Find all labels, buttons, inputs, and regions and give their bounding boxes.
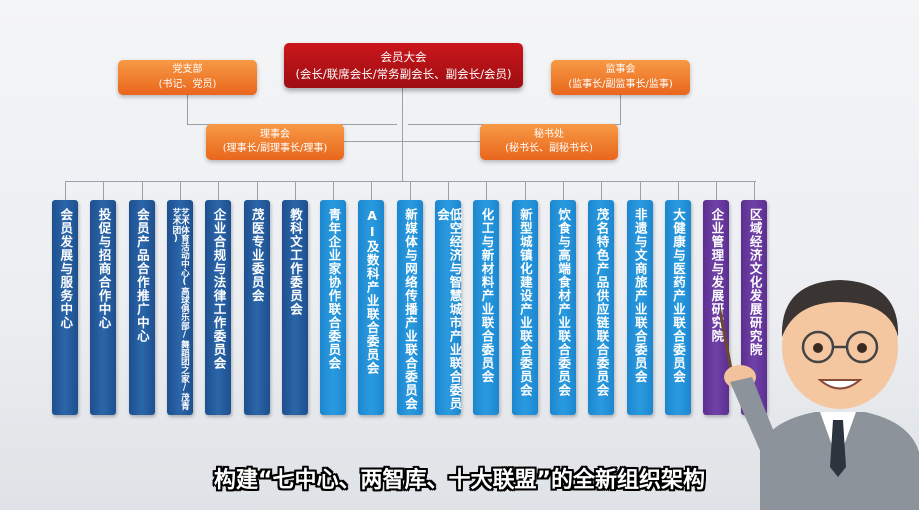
- caption: 构建“七中心、两智库、十大联盟”的全新组织架构: [214, 468, 705, 493]
- unit-label: 投促与招商合作中心: [96, 208, 112, 330]
- supervisory-title: 监事会: [605, 64, 636, 75]
- unit-column: 新型城镇化建设产业联合委员会: [511, 200, 538, 415]
- unit-connector: [294, 181, 296, 200]
- unit-connector: [754, 181, 756, 200]
- unit-connector: [601, 181, 603, 200]
- unit-connector: [256, 181, 258, 200]
- council-connector: [344, 141, 402, 142]
- unit-column: 企业合规与法律工作委员会: [205, 200, 232, 415]
- party-branch-box: 党支部 (书记、党员): [118, 60, 257, 95]
- unit-label: 新媒体与网络传播产业联合委员会: [402, 208, 418, 411]
- unit-column: 会员发展与服务中心: [52, 200, 78, 415]
- unit-label: 企业合规与法律工作委员会: [211, 208, 227, 370]
- unit-connector: [65, 181, 66, 200]
- unit-connector: [179, 181, 181, 200]
- secretariat-connector: [403, 141, 480, 142]
- unit-connector: [716, 181, 718, 200]
- unit-label: 大健康与医药产业联合委员会: [671, 208, 687, 384]
- unit-connector: [562, 181, 564, 200]
- unit-column: AI及数科产业联合委员会: [358, 200, 385, 415]
- supervisory-subtitle: (监事长/副监事长/监事): [568, 78, 673, 90]
- unit-label: 茂名特色产品供应链联合委员会: [594, 208, 610, 397]
- unit-connector: [486, 181, 488, 200]
- unit-column: 茂名特色产品供应链联合委员会: [588, 200, 615, 415]
- supervisory-board-box: 监事会 (监事长/副监事长/监事): [551, 60, 690, 95]
- unit-column: 青年企业家协作联合委员会: [320, 200, 347, 415]
- unit-column: 会员产品合作推广中心: [128, 200, 155, 415]
- unit-column: 新媒体与网络传播产业联合委员会: [396, 200, 423, 415]
- presenter-cartoon: [720, 280, 919, 510]
- unit-column: 低空经济与智慧城市产业联合委员会: [435, 200, 463, 415]
- trunk-line: [402, 88, 403, 181]
- council-box: 理事会 (理事长/副理事长/理事): [206, 124, 344, 160]
- unit-connector: [371, 181, 373, 200]
- unit-label: AI及数科产业联合委员会: [364, 208, 380, 375]
- unit-connector: [409, 181, 411, 200]
- unit-label: 低空经济与智慧城市产业联合委员会: [435, 208, 463, 411]
- unit-label: 非遗与文商旅产业联合委员会: [632, 208, 648, 384]
- unit-connector: [639, 181, 641, 200]
- party-connector: [187, 95, 188, 125]
- unit-connector: [333, 181, 335, 200]
- unit-connector: [141, 181, 143, 200]
- supervisory-connector: [620, 95, 621, 125]
- unit-label: 会员产品合作推广中心: [134, 208, 150, 343]
- unit-connector: [103, 181, 105, 200]
- unit-label: 艺术体育活动中心(高球俱乐部/舞蹈团之家/茂青艺术团): [170, 208, 190, 410]
- unit-column: 大健康与医药产业联合委员会: [664, 200, 691, 415]
- party-branch-title: 党支部: [172, 64, 203, 75]
- unit-column: 茂医专业委员会: [243, 200, 270, 415]
- unit-label: 化工与新材料产业联合委员会: [479, 208, 495, 384]
- unit-column: 教科文工作委员会: [281, 200, 308, 415]
- unit-label: 茂医专业委员会: [249, 208, 265, 303]
- unit-connector: [677, 181, 679, 200]
- council-title: 理事会: [260, 128, 290, 140]
- unit-connector: [218, 181, 220, 200]
- unit-label: 新型城镇化建设产业联合委员会: [517, 208, 533, 397]
- secretariat-subtitle: (秘书长、副秘书长): [505, 143, 593, 154]
- unit-column: 化工与新材料产业联合委员会: [473, 200, 500, 415]
- unit-label: 饮食与高端食材产业联合委员会: [556, 208, 572, 397]
- unit-column: 非遗与文商旅产业联合委员会: [626, 200, 653, 415]
- unit-column: 投促与招商合作中心: [90, 200, 117, 415]
- unit-label: 区域经济文化发展研究院: [747, 208, 763, 357]
- secretariat-title: 秘书处: [534, 128, 564, 140]
- assembly-title: 会员大会: [380, 49, 427, 64]
- unit-connector: [448, 181, 449, 200]
- assembly-subtitle: (会长/联席会长/常务副会长、副会长/会员): [295, 66, 512, 81]
- unit-column: 饮食与高端食材产业联合委员会: [549, 200, 576, 415]
- unit-label: 会员发展与服务中心: [58, 208, 74, 330]
- unit-label: 教科文工作委员会: [288, 208, 304, 316]
- member-assembly-box: 会员大会 (会长/联席会长/常务副会长、副会长/会员): [284, 43, 523, 88]
- council-subtitle: (理事长/副理事长/理事): [222, 143, 328, 154]
- party-branch-subtitle: (书记、党员): [158, 78, 217, 90]
- secretariat-box: 秘书处 (秘书长、副秘书长): [480, 124, 618, 160]
- unit-label: 青年企业家协作联合委员会: [326, 208, 342, 370]
- unit-column: 艺术体育活动中心(高球俱乐部/舞蹈团之家/茂青艺术团): [166, 200, 193, 415]
- unit-connector: [524, 181, 526, 200]
